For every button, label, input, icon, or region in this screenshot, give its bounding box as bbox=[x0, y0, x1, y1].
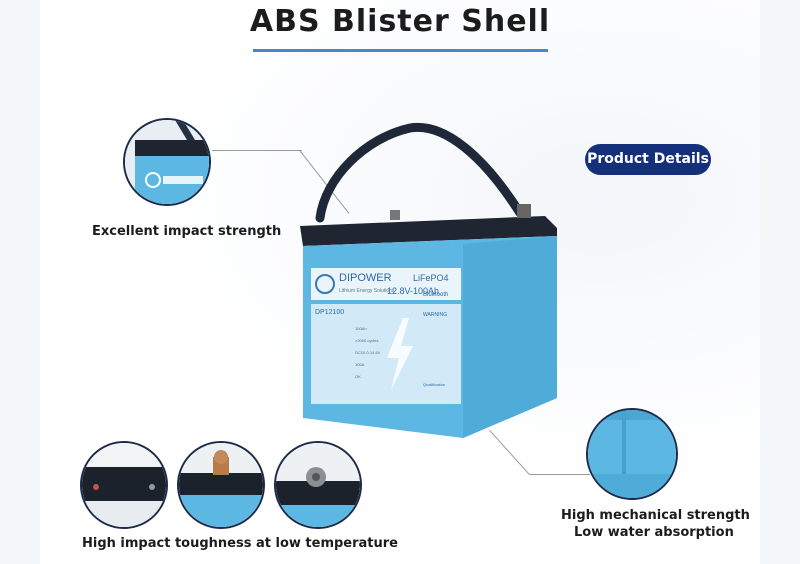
battery-model-text: DP12100 bbox=[315, 309, 344, 316]
battery-terminal-closeup-image bbox=[179, 443, 263, 527]
warning-text: WARNING bbox=[423, 312, 447, 318]
caption-low-water-absorption: Low water absorption bbox=[574, 525, 734, 540]
qualification-text: Qualification bbox=[423, 382, 445, 387]
caption-mechanical-strength: High mechanical strength bbox=[561, 508, 750, 523]
battery-corner-closeup-image bbox=[125, 120, 209, 204]
detail-circle-terminal bbox=[177, 441, 265, 529]
battery-rating-text: 12.8V-100Ah bbox=[387, 286, 439, 296]
right-margin bbox=[760, 0, 800, 564]
spec-value-capacity: 100Ah bbox=[355, 326, 367, 331]
battery-lid-closeup-image bbox=[82, 443, 166, 527]
left-margin bbox=[0, 0, 40, 564]
battery-illustration: DIPOWER Lithium Energy Solutions LiFePO4… bbox=[300, 122, 557, 438]
page-title: ABS Blister Shell bbox=[249, 4, 551, 39]
battery-product-image: DIPOWER Lithium Energy Solutions LiFePO4… bbox=[295, 118, 565, 448]
battery-bolt-closeup-image bbox=[276, 443, 360, 527]
title-underline bbox=[253, 49, 548, 52]
lightning-bolt-icon bbox=[387, 318, 413, 390]
bluetooth-text: Bluetooth bbox=[423, 292, 448, 298]
product-details-button[interactable]: Product Details bbox=[585, 144, 711, 175]
detail-circle-handle-corner bbox=[123, 118, 211, 206]
leader-line-bottom-right-horizontal bbox=[530, 474, 590, 475]
detail-circle-terminal-bolt bbox=[274, 441, 362, 529]
battery-side-closeup-image bbox=[588, 410, 676, 498]
spec-value-voltage: DC10.0-14.6V bbox=[355, 350, 381, 355]
battery-brand-text: DIPOWER bbox=[339, 272, 392, 284]
detail-circle-side-corner bbox=[586, 408, 678, 500]
spec-value-current: 100A bbox=[355, 362, 365, 367]
caption-low-temp-toughness: High impact toughness at low temperature bbox=[82, 536, 398, 551]
battery-chemistry-text: LiFePO4 bbox=[413, 273, 449, 283]
caption-impact-strength: Excellent impact strength bbox=[92, 224, 282, 239]
spec-value-cycles: >2000 cycles bbox=[355, 338, 378, 343]
battery-tagline-text: Lithium Energy Solutions bbox=[339, 288, 395, 294]
detail-circle-lid-top bbox=[80, 441, 168, 529]
leader-line-top-left bbox=[212, 150, 302, 151]
spec-value-status: OK bbox=[355, 374, 361, 379]
